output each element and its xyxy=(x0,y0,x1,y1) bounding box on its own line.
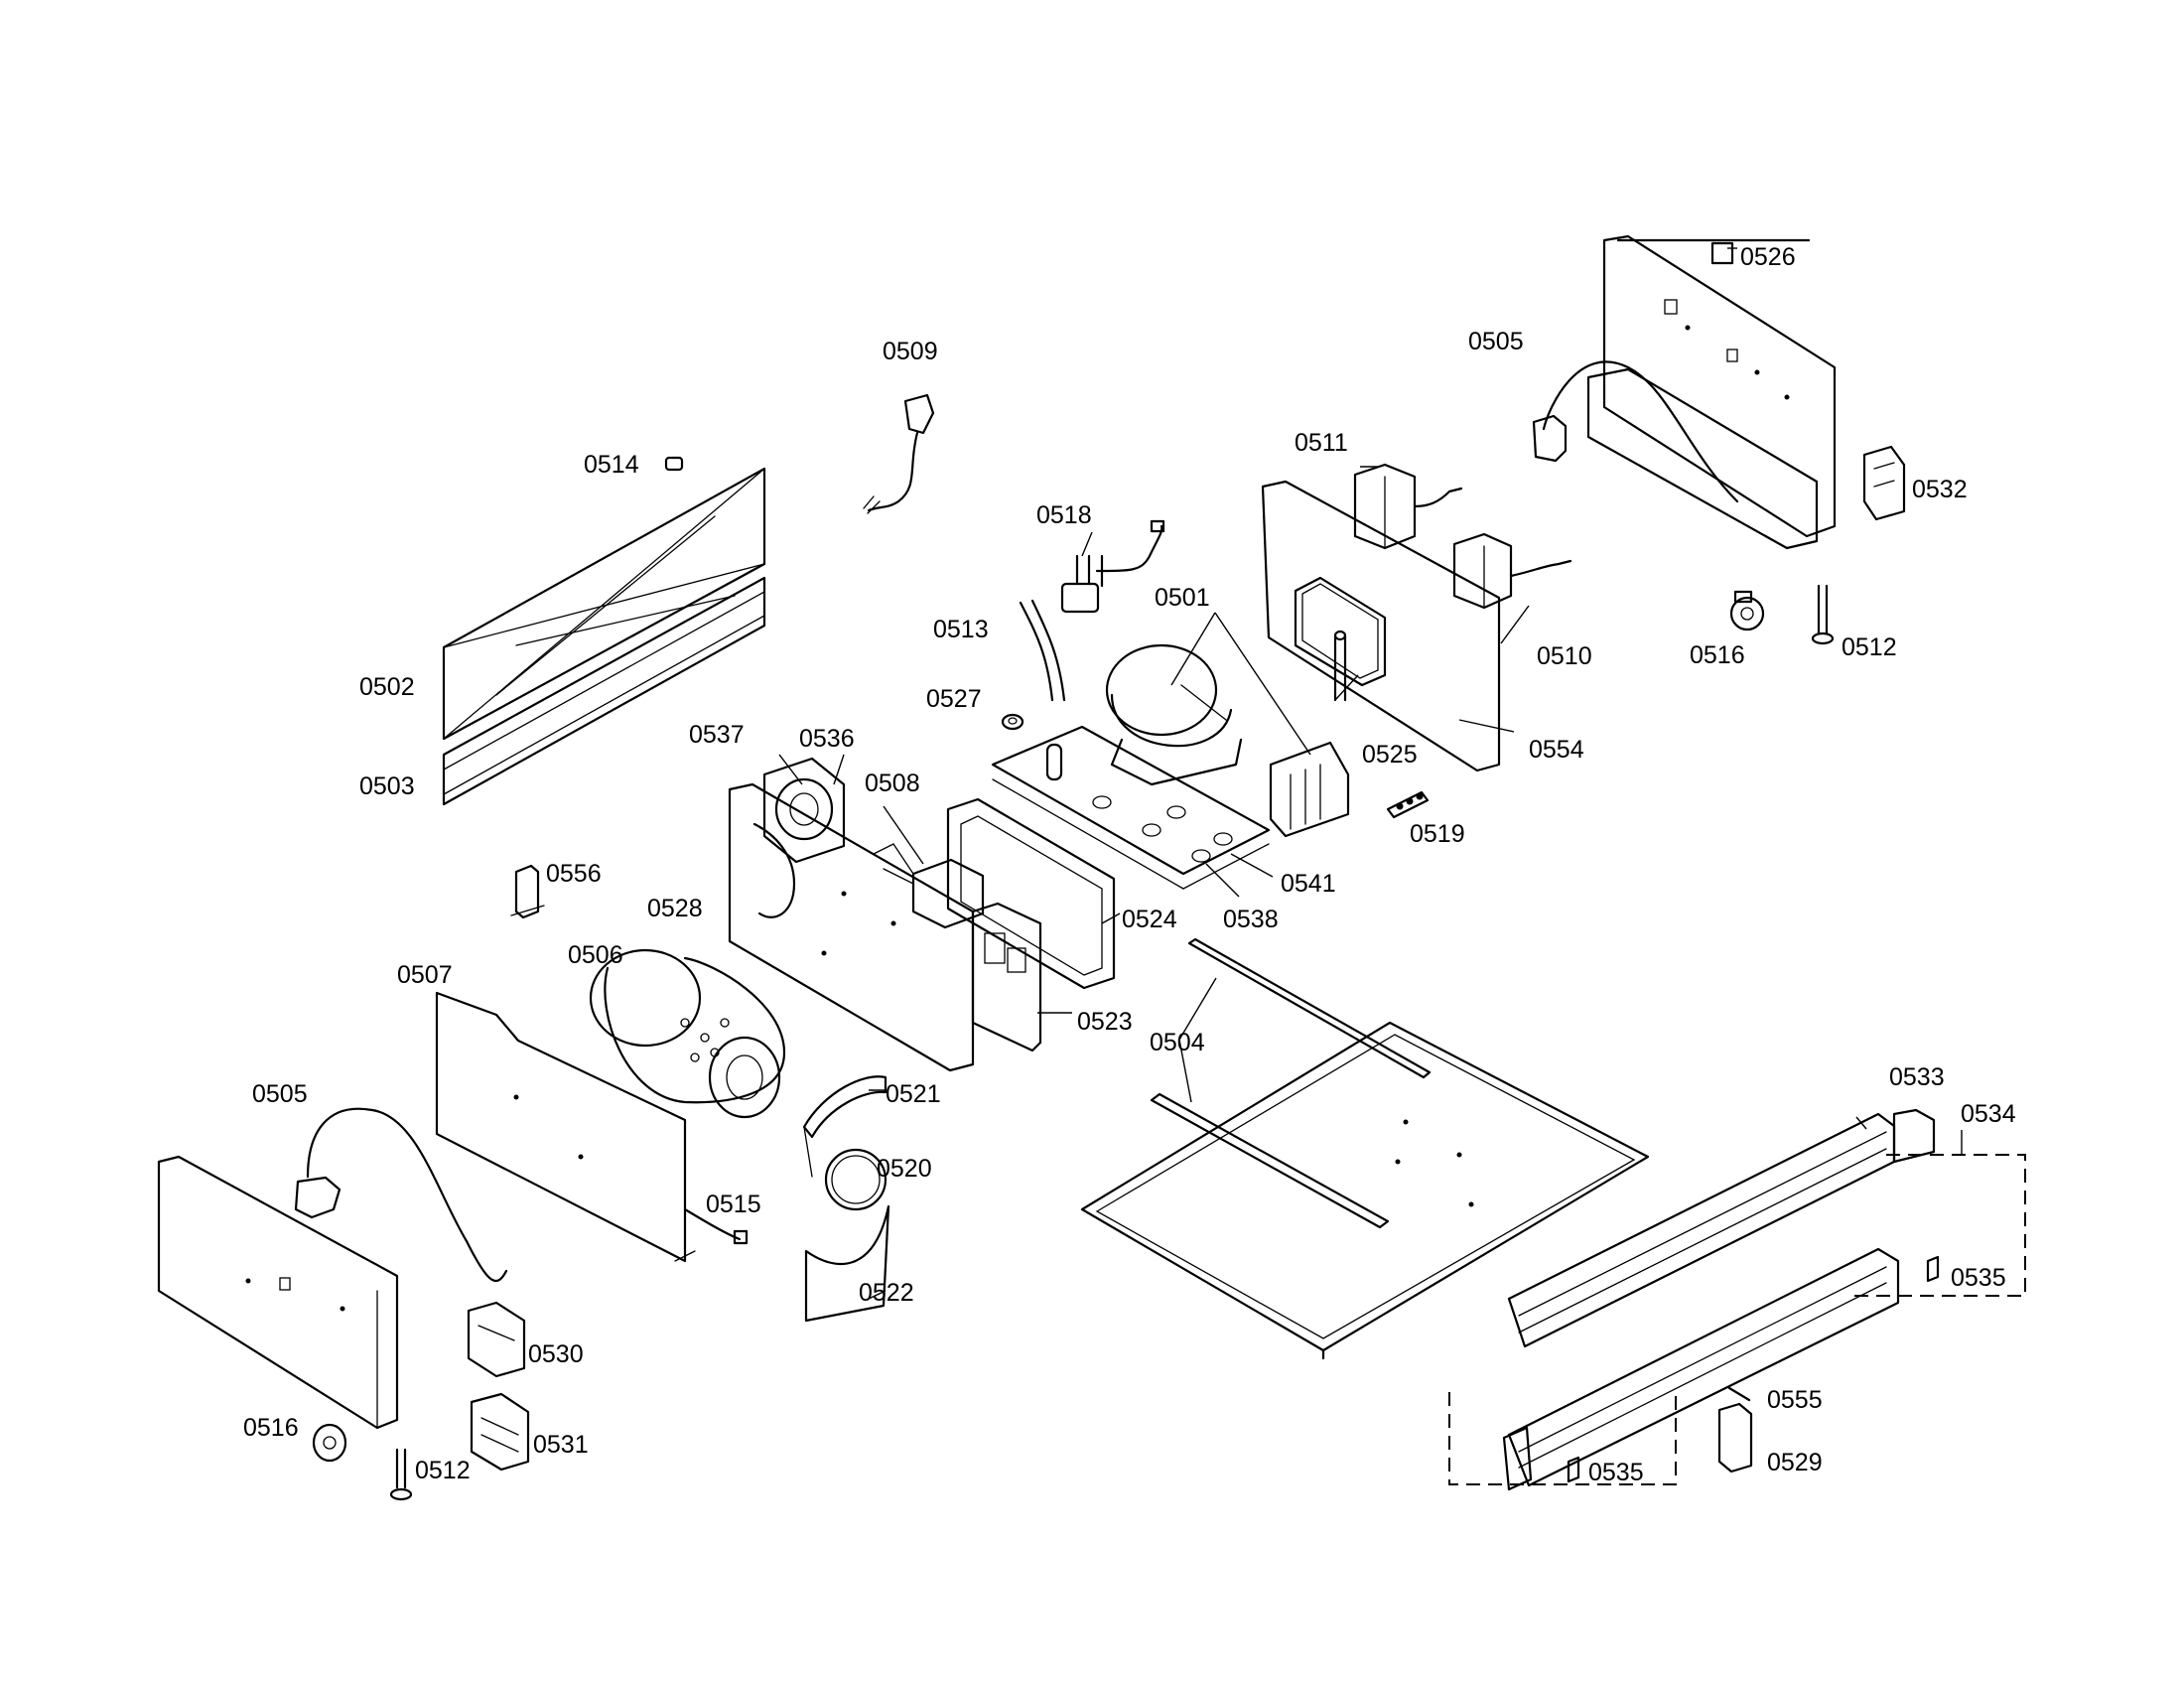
callout-0534: 0534 xyxy=(1961,1100,2016,1128)
callout-0529: 0529 xyxy=(1767,1449,1823,1476)
callout-0525: 0525 xyxy=(1362,741,1418,769)
callout-0528: 0528 xyxy=(647,895,703,922)
callout-0523: 0523 xyxy=(1077,1008,1133,1036)
part-0522-shroud-bottom xyxy=(804,1204,890,1323)
part-0554-bulkhead xyxy=(1261,480,1501,772)
part-0531-bracket xyxy=(470,1392,530,1472)
callout-0512-right: 0512 xyxy=(1842,633,1897,661)
callout-0522: 0522 xyxy=(859,1279,914,1307)
callout-0524: 0524 xyxy=(1122,906,1177,933)
part-0505-power-cord-right xyxy=(1532,360,1739,503)
part-0527-grommet xyxy=(1001,713,1024,731)
dashed-group-0534 xyxy=(1448,1154,2026,1485)
part-0523-control-board xyxy=(971,902,1042,1052)
part-0519-terminal-strip xyxy=(1386,790,1430,819)
part-0534-grille-lower xyxy=(1502,1426,1533,1491)
part-0506-blower xyxy=(589,948,786,1119)
callout-0537: 0537 xyxy=(689,721,745,749)
part-0541-base-plate xyxy=(991,725,1271,890)
callout-0519: 0519 xyxy=(1410,820,1465,848)
part-0510-transformer xyxy=(1452,532,1572,610)
part-0529-plate xyxy=(1717,1402,1753,1474)
callout-0505-left: 0505 xyxy=(252,1080,308,1108)
part-0528-condenser-panel xyxy=(728,782,975,1072)
callout-0501: 0501 xyxy=(1155,584,1210,612)
callout-0504: 0504 xyxy=(1150,1029,1205,1056)
part-0509-power-cord xyxy=(863,393,935,514)
part-0512-leveler-right xyxy=(1811,584,1835,645)
callout-0509: 0509 xyxy=(883,338,938,365)
part-0524-condenser xyxy=(946,797,1116,990)
part-0508-control xyxy=(873,843,985,929)
callout-0533: 0533 xyxy=(1889,1063,1945,1091)
callout-0512-left: 0512 xyxy=(415,1457,471,1484)
callout-0555: 0555 xyxy=(1767,1386,1823,1414)
callout-0507: 0507 xyxy=(397,961,453,989)
part-0518-relay xyxy=(1060,519,1165,614)
part-0535-clip-lower xyxy=(1567,1456,1580,1483)
part-0505-power-cord-left xyxy=(294,1107,508,1282)
part-0556-bracket xyxy=(510,864,545,919)
callout-0503: 0503 xyxy=(359,772,415,800)
callout-0515: 0515 xyxy=(706,1191,761,1218)
callout-0505-right: 0505 xyxy=(1468,328,1524,355)
callout-0532: 0532 xyxy=(1912,476,1968,503)
callout-0513: 0513 xyxy=(933,616,989,643)
callout-0502: 0502 xyxy=(359,673,415,701)
callout-0535-right: 0535 xyxy=(1951,1264,2006,1292)
part-0512-leveler-left xyxy=(389,1448,413,1501)
leader-lines xyxy=(778,247,1963,1300)
part-side-panel-left xyxy=(157,1155,399,1430)
part-0521-shroud-top xyxy=(802,1075,887,1178)
part-0516-caster-left xyxy=(312,1423,347,1463)
callout-0541: 0541 xyxy=(1281,870,1336,898)
part-0513-tube xyxy=(1019,599,1066,702)
part-0502-panel xyxy=(442,467,766,741)
part-0515-harness xyxy=(683,1207,749,1245)
callout-0514: 0514 xyxy=(584,451,639,479)
callout-0554: 0554 xyxy=(1529,736,1584,764)
part-0507-blower-panel xyxy=(435,991,696,1263)
part-0501-compressor xyxy=(1105,643,1243,786)
callout-0518: 0518 xyxy=(1036,501,1092,529)
part-0555-pin xyxy=(1727,1386,1751,1402)
part-0520-gasket xyxy=(824,1148,887,1211)
part-0503-kickplate xyxy=(442,576,766,806)
callout-0536: 0536 xyxy=(799,725,855,753)
part-0511-transformer xyxy=(1353,463,1463,550)
callout-0510: 0510 xyxy=(1537,642,1592,670)
callout-labels: 0509 0514 0502 0503 0518 0513 0501 0527 … xyxy=(243,243,2016,1486)
part-0514-clip xyxy=(664,456,684,472)
part-0501-electrical-box xyxy=(1269,741,1350,838)
part-0504-base-pan xyxy=(1080,937,1650,1360)
callout-0508: 0508 xyxy=(865,770,920,797)
part-0535-clip-right xyxy=(1926,1255,1940,1283)
part-0532-bracket xyxy=(1862,445,1906,521)
part-0530-bracket xyxy=(467,1301,526,1378)
part-0526-rear-panel xyxy=(1586,234,1837,550)
callout-0531: 0531 xyxy=(533,1431,589,1459)
callout-0526: 0526 xyxy=(1740,243,1796,271)
callout-0516-left: 0516 xyxy=(243,1414,299,1442)
part-0533-grille xyxy=(1507,1108,1936,1348)
callout-0538: 0538 xyxy=(1223,906,1279,933)
callout-0530: 0530 xyxy=(528,1340,584,1368)
callout-0556: 0556 xyxy=(546,860,602,888)
callout-0535-lower: 0535 xyxy=(1588,1459,1644,1486)
callout-0527: 0527 xyxy=(926,685,982,713)
callout-0511: 0511 xyxy=(1295,429,1348,457)
part-0516-caster-right xyxy=(1729,590,1765,632)
callout-0520: 0520 xyxy=(877,1155,932,1183)
callout-0506: 0506 xyxy=(568,941,623,969)
callout-0516-right: 0516 xyxy=(1690,641,1745,669)
part-0534-grille xyxy=(1507,1247,1900,1487)
part-0537-fan xyxy=(762,757,846,864)
callout-0521: 0521 xyxy=(886,1080,941,1108)
